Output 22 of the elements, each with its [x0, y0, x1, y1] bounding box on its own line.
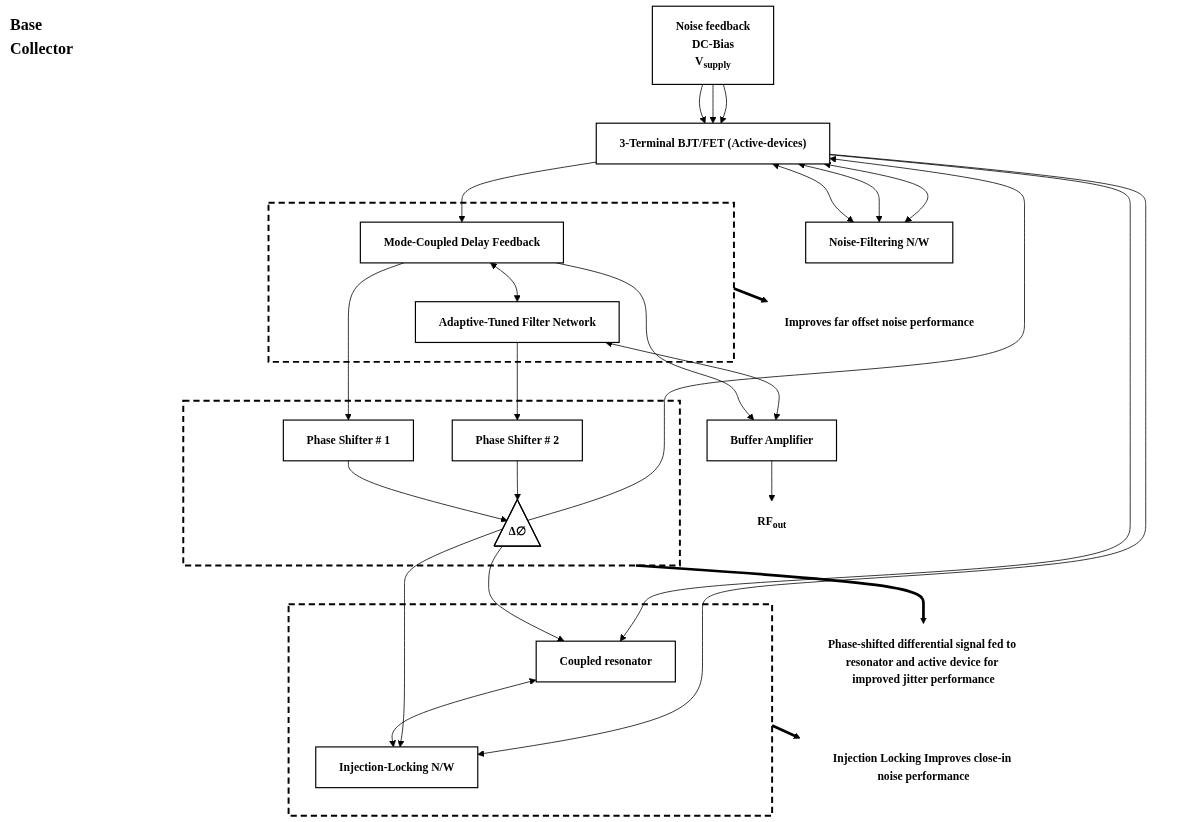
cluster	[182, 399, 681, 567]
arrow	[771, 724, 801, 739]
cluster	[287, 603, 774, 817]
node-box: 3-Terminal BJT/FET (Active-devices)	[595, 122, 831, 165]
node-text: Improves far offset noise performance	[784, 315, 975, 329]
node-text: RF$_{out}$	[757, 515, 787, 531]
node-box: Noise feedback DC-Bias V$_{supply}$	[651, 5, 775, 85]
node-box: Coupled resonator	[535, 640, 676, 683]
node-box: Noise-Filtering N/W	[805, 221, 954, 264]
arrow	[733, 287, 769, 303]
node-text: Injection Locking Improves close-in noise performance	[832, 752, 1012, 783]
node-box: Phase Shifter # 2	[451, 419, 583, 462]
node-text: Phase-shifted differential signal fed to resonator and active device for improved jitter performance	[828, 637, 1016, 686]
cluster	[267, 201, 735, 363]
node-box: Injection-Locking N/W	[315, 746, 479, 789]
node-box: Adaptive-Tuned Filter Network	[414, 301, 620, 344]
terminal-label: Base	[10, 16, 43, 34]
terminal-label: Collector	[10, 40, 75, 58]
node-box: Buffer Amplifier	[706, 419, 838, 462]
arrow	[635, 564, 927, 624]
node-box: Phase Shifter # 1	[282, 419, 414, 462]
node-box: Mode-Coupled Delay Feedback	[359, 221, 564, 264]
